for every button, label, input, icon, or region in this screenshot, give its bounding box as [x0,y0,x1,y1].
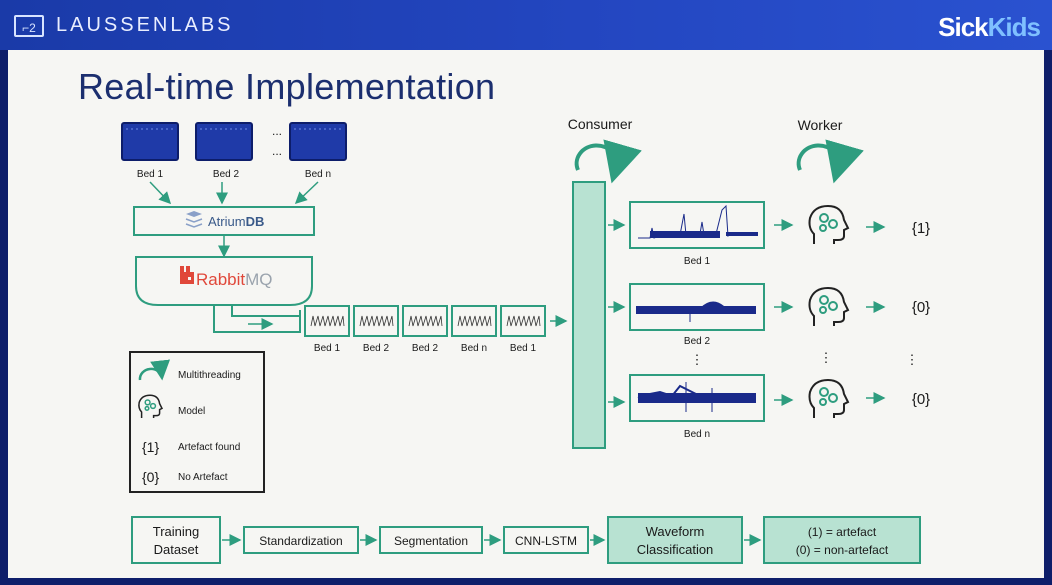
rabbitmq-logo-icon [180,266,194,284]
waveform-label-1: Bed 1 [684,256,711,267]
header-bar: ⌐2 LAUSSENLABS SickKids [0,0,1052,50]
brand-part-2: Kids [987,12,1041,42]
waveform-box-1 [629,201,765,249]
legend-label-no-artefact: No Artefact [178,472,228,483]
legend-label-artefact: Artefact found [178,442,240,453]
queue-segment-4 [451,305,497,337]
legend-label-multithreading: Multithreading [178,370,241,381]
pipeline-segmentation: Segmentation [394,534,468,548]
waveform-box-2 [629,283,765,331]
legend-symbol-artefact: {1} [142,439,159,455]
beds-ellipsis-bottom: ... [272,144,282,158]
bed-monitor-n [289,122,347,161]
model-head-icon-1 [808,204,850,244]
atriumdb-box [133,206,315,236]
pipeline-standardization: Standardization [259,534,342,548]
rabbit-pipe-inner [231,305,300,317]
pipeline-cnn-lstm: CNN-LSTM [515,534,577,548]
consumer-multithreading-icon [574,139,642,184]
pipeline-standardization-box [243,526,359,554]
slide-title: Real-time Implementation [78,66,496,107]
atriumdb-logo-icon [185,211,203,228]
queue-label-4: Bed n [461,343,487,354]
lab-logo-icon: ⌐2 [14,15,44,37]
pipeline-training-line2: Dataset [154,542,199,557]
queue-label-5: Bed 1 [510,343,537,354]
pipeline-training-line1: Training [153,524,199,539]
waveform-box-n [629,374,765,422]
pipeline-segmentation-box [379,526,483,554]
queue-segments [304,305,546,337]
legend-model-icon [138,394,164,419]
bed-label-2: Bed 2 [213,169,240,180]
waveform-label-2: Bed 2 [684,336,711,347]
legend-label-model: Model [178,406,205,417]
rabbitmq-label: RabbitMQ [196,270,273,289]
lab-name: LAUSSENLABS [56,14,234,36]
legend-box [129,351,265,493]
pipeline-result-box [763,516,921,564]
consumer-bar [572,181,606,449]
pipeline-result-line2: (0) = non-artefact [796,543,889,557]
queue-segment-1 [304,305,350,337]
pipeline-waveform-line1: Waveform [646,524,705,539]
output-ellipsis: ⋮ [906,352,919,367]
arrow-bedn-to-atrium [294,181,319,205]
waveform-ellipsis: ⋮ [691,352,704,367]
waveform-label-n: Bed n [684,429,710,440]
pipeline-training-box [131,516,221,564]
pipeline-cnn-lstm-box [503,526,589,554]
pipeline-waveform-line2: Classification [637,542,714,557]
queue-segment-3 [402,305,448,337]
worker-label: Worker [798,117,843,133]
queue-segment-2 [353,305,399,337]
queue-label-3: Bed 2 [412,343,439,354]
consumer-label: Consumer [568,116,633,132]
arrow-bed1-to-atrium [149,181,172,205]
brand-logo: SickKids [938,12,1041,43]
model-head-icon-n [808,378,850,418]
worker-multithreading-icon [796,139,864,184]
output-2: {0} [912,299,930,316]
queue-label-2: Bed 2 [363,343,390,354]
queue-segment-5 [500,305,546,337]
queue-label-1: Bed 1 [314,343,341,354]
bed-label-n: Bed n [305,169,331,180]
bed-label-1: Bed 1 [137,169,164,180]
beds-ellipsis-top: ... [272,124,282,138]
legend-symbol-no-artefact: {0} [142,469,159,485]
model-head-icon-2 [808,286,850,326]
atriumdb-label: AtriumDB [208,214,264,229]
pipeline-result-line1: (1) = artefact [808,525,877,539]
bed-monitor-2 [195,122,253,161]
output-n: {0} [912,391,930,408]
bed-monitor-1 [121,122,179,161]
brand-part-1: Sick [938,12,988,42]
rabbit-pipe [213,305,301,333]
pipeline-waveform-box [607,516,743,564]
output-1: {1} [912,220,930,237]
worker-ellipsis: ⋮ [820,350,833,365]
legend-multithreading-icon [138,359,170,381]
